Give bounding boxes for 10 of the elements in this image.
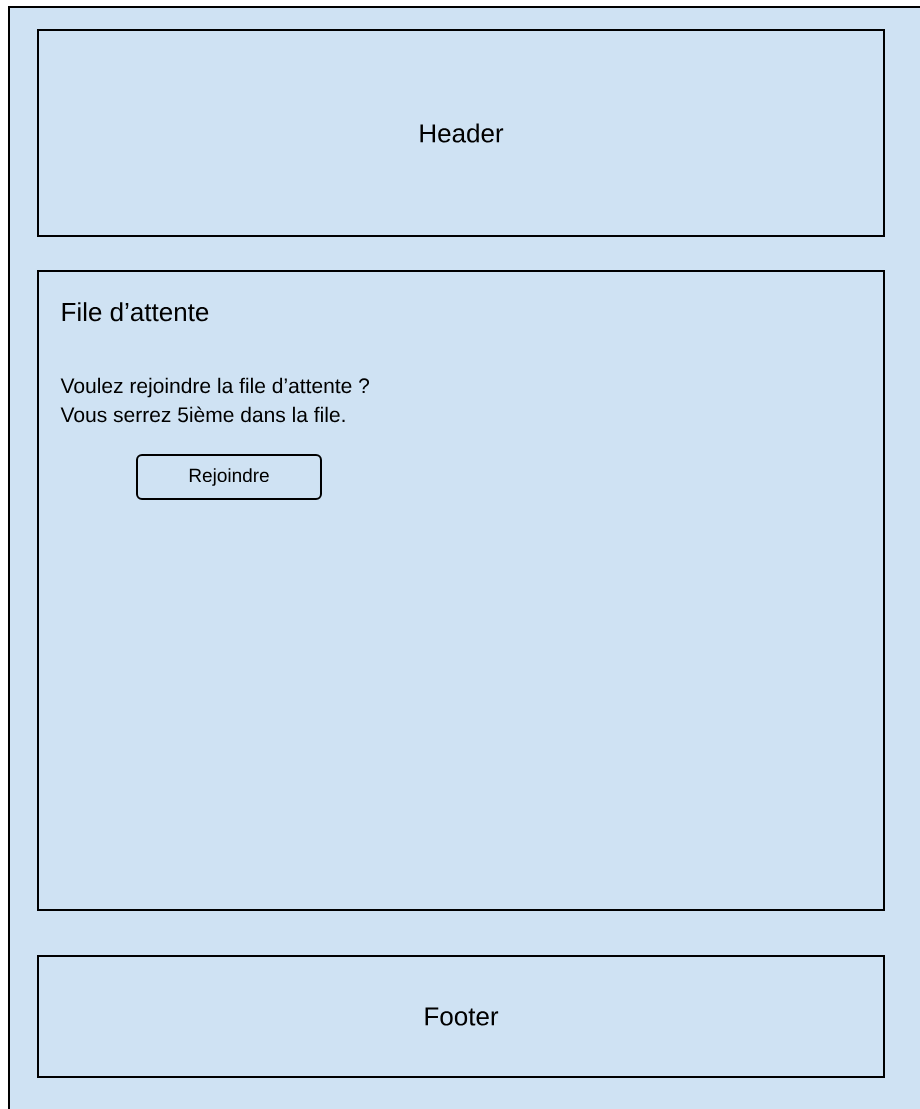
content-panel — [37, 270, 885, 911]
footer-box — [37, 955, 885, 1078]
box-label: Header — [420, 123, 504, 143]
panel-title: File d’attente — [62, 302, 209, 322]
panel-text: Voulez rejoindre la file d’attente ? — [60, 377, 370, 398]
button-label: Rejoindre — [189, 468, 269, 486]
header-box — [37, 29, 885, 237]
join-button — [136, 454, 322, 500]
panel-text: Vous serrez 5ième dans la file. — [60, 406, 345, 423]
box-label: Footer — [425, 1007, 499, 1026]
